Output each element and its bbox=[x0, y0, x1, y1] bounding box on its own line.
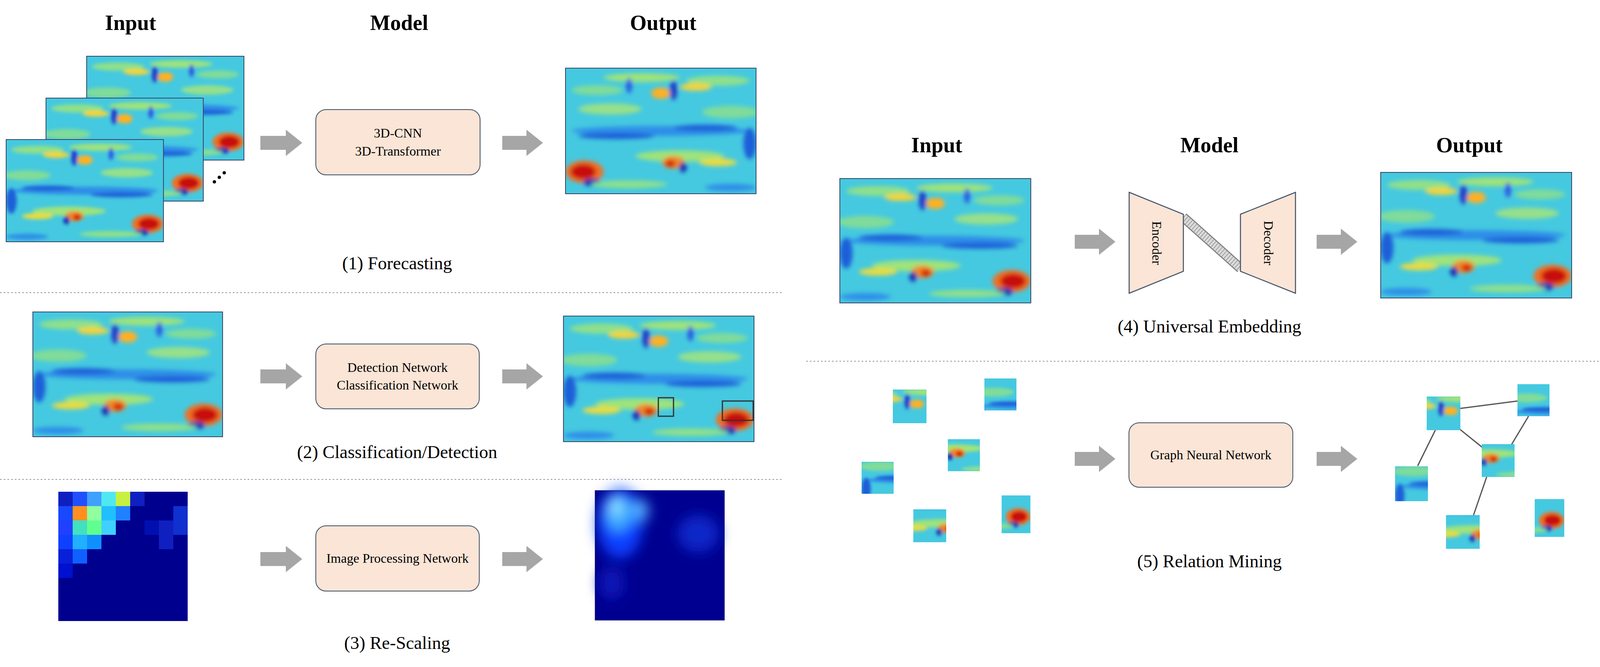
trapezoid-shape bbox=[1240, 192, 1296, 294]
panel-caption: (3) Re-Scaling bbox=[344, 632, 451, 654]
model-name: Detection Network bbox=[336, 358, 459, 377]
model-name: 3D-Transformer bbox=[355, 142, 442, 161]
model-box: Graph Neural Network bbox=[1128, 422, 1294, 488]
embedding-bar bbox=[1183, 217, 1241, 269]
model-name: Encoder bbox=[1148, 220, 1164, 265]
model-name: Decoder bbox=[1260, 220, 1276, 265]
column-header: Input bbox=[105, 10, 157, 35]
column-header: Input bbox=[911, 133, 963, 158]
column-header: Model bbox=[1180, 133, 1239, 158]
model-name: Classification Network bbox=[336, 376, 459, 395]
model-box: 3D-CNN3D-Transformer bbox=[315, 109, 481, 176]
trapezoid-shape bbox=[1129, 192, 1184, 294]
model-box: Image Processing Network bbox=[315, 525, 480, 592]
panel-caption: (5) Relation Mining bbox=[1137, 551, 1282, 573]
column-header: Output bbox=[629, 10, 697, 35]
model-box: Detection NetworkClassification Network bbox=[315, 343, 480, 410]
encoder-trapezoid: Encoder bbox=[1128, 191, 1184, 295]
model-name: Graph Neural Network bbox=[1150, 446, 1272, 465]
embedding-bar-stroke bbox=[1183, 217, 1241, 269]
box-text-group: Graph Neural Network bbox=[1150, 446, 1272, 465]
box-text-group: Detection NetworkClassification Network bbox=[336, 358, 459, 395]
panel-caption: (4) Universal Embedding bbox=[1117, 316, 1302, 338]
decoder-trapezoid: Decoder bbox=[1239, 191, 1297, 295]
panel-caption: (2) Classification/Detection bbox=[296, 441, 498, 463]
box-text-group: 3D-CNN3D-Transformer bbox=[355, 124, 442, 160]
embedding-bar-stroke bbox=[1183, 217, 1241, 269]
column-header: Model bbox=[370, 10, 429, 35]
column-header: Output bbox=[1436, 133, 1503, 158]
model-name: 3D-CNN bbox=[355, 124, 442, 143]
box-text-group: Image Processing Network bbox=[326, 549, 469, 568]
embedding-bar-stroke bbox=[1183, 217, 1241, 269]
panel-caption: (1) Forecasting bbox=[342, 252, 453, 274]
model-name: Image Processing Network bbox=[326, 549, 469, 568]
